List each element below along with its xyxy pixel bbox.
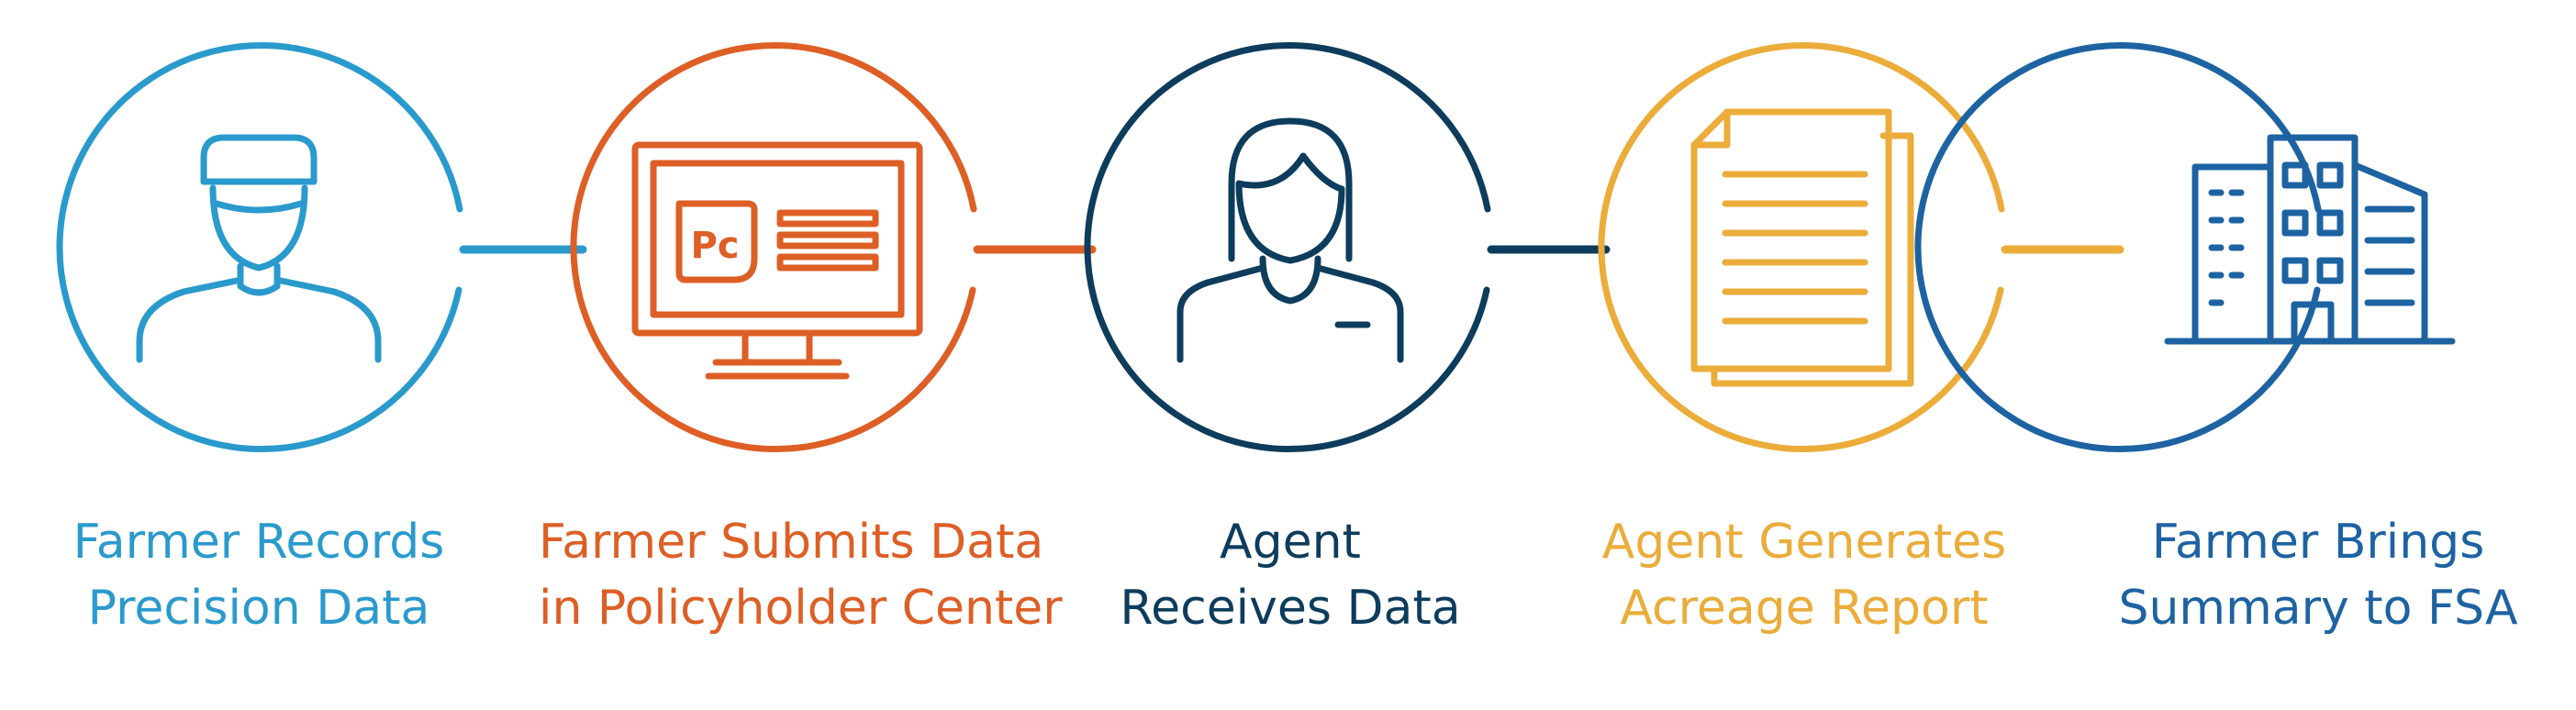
step-4-label-line2: Acreage Report <box>1620 581 1989 636</box>
farmer-icon <box>136 134 382 363</box>
computer-monitor-icon <box>631 141 923 380</box>
step-4-label-line1: Agent Generates <box>1601 515 2007 570</box>
step-1-label: Farmer Records Precision Data <box>20 509 497 641</box>
step-5-node <box>1914 42 2456 453</box>
step-5-label-line2: Summary to FSA <box>2118 581 2518 636</box>
step-1-label-line1: Farmer Records <box>72 515 445 570</box>
step-3-label: Agent Receives Data <box>1052 509 1529 641</box>
step-4-node <box>1598 42 2005 453</box>
step-1-node <box>56 42 463 453</box>
step-4-circle <box>1598 42 2005 453</box>
step-4-label: Agent Generates Acreage Report <box>1566 509 2043 641</box>
office-building-icon <box>2164 134 2456 345</box>
pc-badge-text: Pc <box>690 225 739 267</box>
step-2-circle <box>570 42 977 453</box>
step-5-circle <box>1914 42 2322 453</box>
step-3-circle <box>1084 42 1491 453</box>
step-1-circle <box>56 42 463 453</box>
step-1-label-line2: Precision Data <box>87 581 430 636</box>
step-3-label-line1: Agent <box>1220 515 1361 570</box>
step-5-label: Farmer Brings Summary to FSA <box>2080 509 2557 641</box>
step-2-label-line2: in Policyholder Center <box>539 581 1063 636</box>
step-2-node: Pc <box>570 42 977 453</box>
agent-person-icon <box>1176 117 1404 363</box>
report-document-icon <box>1690 108 1914 387</box>
step-2-label-line1: Farmer Submits Data <box>539 515 1044 570</box>
step-2-label: Farmer Submits Data in Policyholder Cent… <box>539 509 1063 641</box>
step-5-label-line1: Farmer Brings <box>2151 515 2485 570</box>
step-3-node <box>1084 42 1491 453</box>
step-3-label-line2: Receives Data <box>1120 581 1461 636</box>
